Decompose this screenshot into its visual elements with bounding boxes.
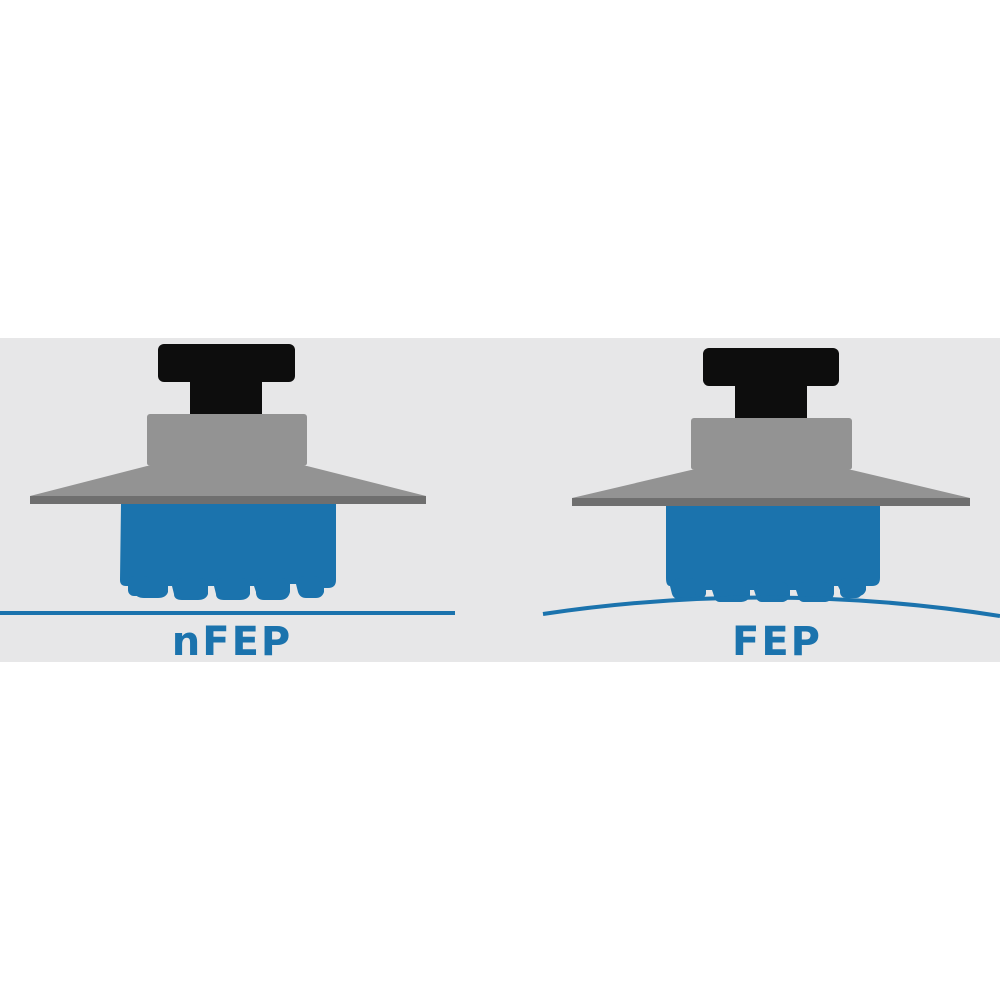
right-resin-body (666, 506, 880, 602)
nfep-label: nFEP (171, 619, 293, 665)
right-plate-block (691, 418, 852, 470)
right-resin-bump (674, 578, 696, 598)
left-resin-bump (256, 578, 288, 598)
left-resin-bump (176, 578, 206, 598)
right-plate-edge (572, 498, 970, 506)
left-resin-print-icon (120, 504, 336, 600)
right-film-line-icon (542, 595, 1000, 618)
left-resin-bump (298, 576, 320, 596)
left-resin-bump (216, 578, 248, 598)
left-plate-edge (30, 496, 426, 504)
right-build-plate-icon (572, 348, 970, 506)
left-build-plate-icon (30, 344, 426, 504)
left-resin-body (120, 504, 336, 600)
right-knob-stem (735, 384, 807, 418)
left-plate-block (147, 414, 307, 466)
right-knob-cap (703, 348, 839, 386)
right-plate-flange (572, 470, 970, 498)
left-resin-bump (128, 576, 150, 596)
right-resin-print-icon (666, 506, 880, 602)
right-resin-bump (840, 578, 862, 598)
fep-label: FEP (732, 619, 822, 665)
left-knob-cap (158, 344, 295, 382)
left-knob-stem (190, 380, 262, 414)
left-plate-flange (30, 466, 426, 496)
